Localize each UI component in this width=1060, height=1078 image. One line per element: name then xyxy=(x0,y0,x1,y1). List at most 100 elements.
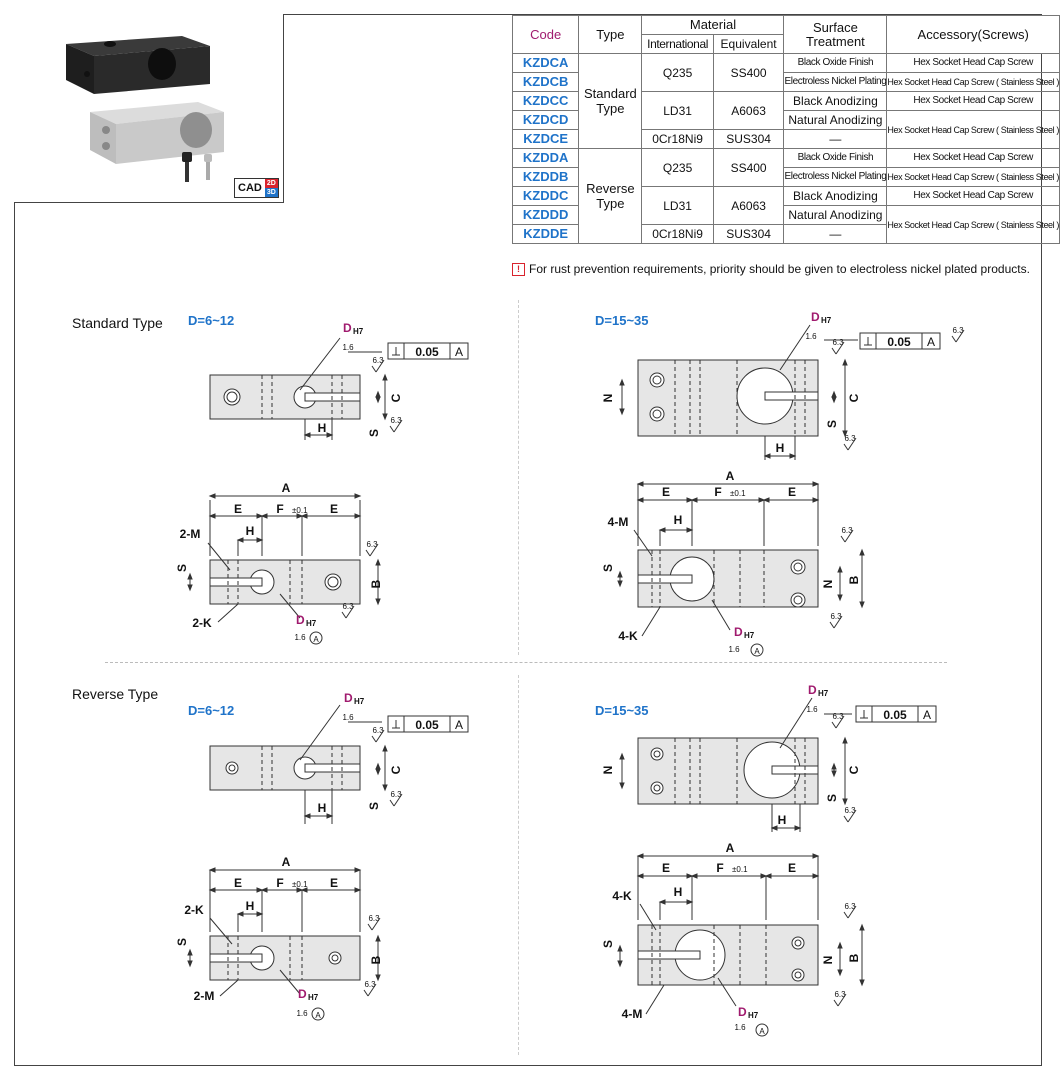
dimension-label: S xyxy=(175,564,189,572)
dimension-arrow xyxy=(300,887,308,893)
dimension-arrow xyxy=(636,497,644,503)
drawing-line xyxy=(645,984,665,1015)
dimension-label: F xyxy=(276,876,283,890)
drawing-line xyxy=(951,335,957,343)
dimension-label: H xyxy=(778,813,787,827)
drawing-line xyxy=(844,529,854,543)
drawing-line xyxy=(843,815,849,823)
drawing-line xyxy=(371,735,377,743)
column-divider xyxy=(518,300,519,655)
cad-badge[interactable]: CAD 2D 3D xyxy=(234,178,279,198)
code-cell[interactable]: KZDDE xyxy=(511,224,580,244)
roughness-label: 6.3 xyxy=(952,326,964,335)
diameter-tolerance: H7 xyxy=(821,316,832,325)
header-type: Type xyxy=(578,15,643,54)
datum-label: A xyxy=(759,1027,765,1036)
code-cell[interactable]: KZDCA xyxy=(511,53,580,73)
cad-3d-label: 3D xyxy=(264,188,278,197)
code-cell[interactable]: KZDDC xyxy=(511,186,580,206)
dimension-label: E xyxy=(662,485,670,499)
dimension-label: 4-K xyxy=(618,629,638,643)
product-illustration xyxy=(66,36,224,182)
roughness-label: 1.6 xyxy=(806,705,818,714)
drawing-line xyxy=(847,437,857,451)
drawing-line xyxy=(843,443,849,451)
diameter-tolerance: H7 xyxy=(818,689,829,698)
datum-label: A xyxy=(927,335,935,349)
column-divider xyxy=(518,675,519,1055)
code-cell[interactable]: KZDDD xyxy=(511,205,580,225)
drawing-line xyxy=(711,599,731,631)
dimension-arrow xyxy=(300,513,308,519)
drawing-line xyxy=(837,993,847,1007)
dimension-arrow xyxy=(686,527,694,533)
drawing-line xyxy=(835,341,845,355)
part-hole xyxy=(311,1007,325,1021)
diameter-label: D xyxy=(738,1005,747,1019)
dimension-arrow xyxy=(831,390,837,398)
part-hole xyxy=(653,750,661,758)
dimension-arrow xyxy=(256,513,264,519)
header-accessory: Accessory(Screws) xyxy=(886,15,1060,54)
header-material: Material xyxy=(641,15,785,35)
dimension-label: S xyxy=(601,564,615,572)
drawing-line xyxy=(847,905,857,919)
dimension-label: A xyxy=(282,481,291,495)
material-intl: LD31 xyxy=(641,186,714,225)
roughness-label: 6.3 xyxy=(366,540,378,549)
section-standard: Standard Type xyxy=(72,315,163,331)
drawing-line xyxy=(831,347,837,355)
drawing-line xyxy=(393,419,403,433)
drawing-line xyxy=(279,593,301,619)
dimension-arrow xyxy=(326,813,334,819)
dimension-label: E xyxy=(234,502,242,516)
roughness-label: 6.3 xyxy=(844,902,856,911)
part-hole xyxy=(793,595,803,605)
dimension-arrow xyxy=(617,570,623,578)
dimension-arrow xyxy=(686,497,694,503)
diameter-label: D xyxy=(808,683,817,697)
dimension-arrow xyxy=(842,358,848,366)
dimension-arrow xyxy=(208,867,216,873)
spec-table: Code Type Material Surface Treatment Acc… xyxy=(511,15,1060,244)
diameter-label: D xyxy=(734,625,743,639)
drawing-line xyxy=(365,549,371,557)
part-hole xyxy=(794,971,802,979)
diameter-label: D xyxy=(811,310,820,324)
section-reverse: Reverse Type xyxy=(72,686,159,702)
exclamation-icon: ! xyxy=(512,262,525,276)
dimension-label: N xyxy=(821,956,835,965)
dimension-arrow xyxy=(831,770,837,778)
roughness-label: 6.3 xyxy=(830,612,842,621)
surface-cell: Natural Anodizing xyxy=(783,205,888,225)
roughness-label: 1.6 xyxy=(342,343,354,352)
diameter-tolerance: H7 xyxy=(748,1011,759,1020)
code-cell[interactable]: KZDCB xyxy=(511,72,580,92)
dimension-arrow xyxy=(303,432,311,438)
dimension-arrow xyxy=(375,934,381,942)
dimension-arrow xyxy=(760,873,768,879)
dimension-arrow xyxy=(831,762,837,770)
dimension-arrow xyxy=(619,408,625,416)
diameter-tolerance: H7 xyxy=(744,631,755,640)
drawing-line xyxy=(389,425,395,433)
dimension-arrow xyxy=(859,923,865,931)
header-surface: Surface Treatment xyxy=(783,15,888,54)
dimension-arrow xyxy=(812,853,820,859)
rust-note: ! For rust prevention requirements, prio… xyxy=(512,262,1030,276)
roughness-label: 1.6 xyxy=(728,645,740,654)
surface-cell: Black Anodizing xyxy=(783,91,888,111)
roughness-label: 6.3 xyxy=(390,416,402,425)
dimension-arrow xyxy=(256,887,264,893)
code-cell[interactable]: KZDCC xyxy=(511,91,580,111)
part-hole xyxy=(309,631,323,645)
dimension-label: A xyxy=(282,855,291,869)
dimension-label: H xyxy=(674,885,683,899)
dimension-arrow xyxy=(354,887,362,893)
dimension-arrow xyxy=(354,493,362,499)
tolerance-box xyxy=(859,332,941,350)
dimension-arrow xyxy=(842,430,848,438)
part-hole xyxy=(226,391,238,403)
roughness-label: 6.3 xyxy=(368,914,380,923)
dimension-label: A xyxy=(726,841,735,855)
